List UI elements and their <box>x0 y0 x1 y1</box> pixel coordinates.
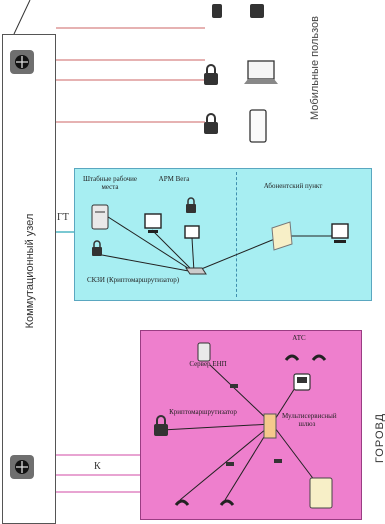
arm-label: АРМ Вега <box>158 175 190 183</box>
city-panel-network <box>154 342 333 509</box>
server-icon <box>309 477 333 509</box>
ats-label: АТС <box>292 334 306 342</box>
server-icon <box>91 204 109 230</box>
crypto-router-label: Криптомаршрутизатор <box>169 408 237 416</box>
phone-small-icon <box>230 384 238 388</box>
lock-icon <box>186 197 196 213</box>
phone-icon <box>311 354 327 361</box>
hub-router-top-icon <box>10 50 34 74</box>
switching-node <box>2 34 56 524</box>
workstation-icon <box>331 223 349 243</box>
lock-icon <box>204 64 218 85</box>
server-label: Сервер ЕНП <box>189 360 227 368</box>
skzi-label: СКЗИ (Криптомаршрутизатор) <box>86 276 180 284</box>
gt-link-label: ГТ <box>57 212 69 223</box>
office-panel <box>74 168 372 301</box>
lock-icon <box>92 240 102 256</box>
hub-router-bottom-icon <box>10 455 34 479</box>
panel-divider <box>236 172 237 297</box>
server-icon <box>197 342 211 362</box>
k-link-label: К <box>94 461 101 472</box>
phone-small-icon <box>274 459 282 463</box>
gateway-label: Мультисервисный шлюз <box>282 412 337 428</box>
phone-icon <box>219 499 235 506</box>
cloud-server-icon <box>271 221 293 251</box>
lock-icon <box>154 415 168 436</box>
phone-icon <box>284 354 300 361</box>
phone-small-icon <box>226 462 234 466</box>
hub-router-icons <box>10 50 34 479</box>
lock-icon <box>204 113 218 134</box>
phone-icon <box>212 4 222 18</box>
connection-lines <box>13 0 205 493</box>
phone-icon <box>174 499 190 506</box>
hub-top-diagonal <box>13 0 31 35</box>
workstation-icon <box>144 213 162 233</box>
workstation-icon <box>184 225 200 239</box>
gateway-icon <box>263 413 277 439</box>
office-panel-network <box>91 197 349 275</box>
laptop-icon <box>244 60 278 84</box>
mobile-users-icons <box>204 4 278 143</box>
switch-icon <box>185 267 207 275</box>
pbx-icon <box>293 373 311 391</box>
workplaces-label: Штабные рабочие места <box>82 175 138 191</box>
gorod-label: ГОРОВД <box>374 412 385 464</box>
tablet-icon <box>249 109 267 143</box>
phone-icon <box>250 4 264 18</box>
subscriber-label: Абонентский пункт <box>263 182 323 190</box>
